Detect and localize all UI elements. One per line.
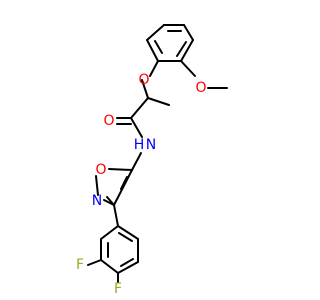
- bond: [130, 117, 143, 138]
- bond: [180, 39, 194, 62]
- bond: [100, 225, 119, 240]
- structure-canvas: O O O N H O N F F: [76, 24, 228, 297]
- amide-nitrogen-label: N: [146, 137, 156, 153]
- bond: [146, 39, 159, 62]
- atom-label-layer: O O O N H O N F F: [76, 72, 207, 297]
- isoxazole-nitrogen-label: N: [92, 193, 102, 209]
- bond: [100, 259, 119, 274]
- bond: [176, 41, 187, 57]
- bond: [108, 168, 133, 171]
- bond: [149, 60, 159, 77]
- bond: [154, 40, 163, 54]
- fluorine-lower-label: F: [114, 281, 122, 297]
- fluorine-upper-label: F: [76, 257, 84, 273]
- bond: [106, 196, 115, 206]
- bond: [87, 259, 102, 266]
- bond: [183, 24, 194, 41]
- carbonyl-oxygen-label: O: [103, 113, 114, 129]
- bond: [113, 169, 133, 206]
- bond: [120, 176, 128, 190]
- methoxy-oxygen-label: O: [195, 80, 206, 96]
- amide-hydrogen-label: H: [134, 137, 145, 153]
- bond: [113, 204, 119, 227]
- bond: [120, 258, 134, 267]
- bond: [131, 152, 142, 171]
- bond: [117, 261, 139, 274]
- bond: [180, 60, 196, 77]
- bond: [118, 232, 133, 242]
- bond: [95, 175, 99, 196]
- bond-layer: [87, 24, 228, 283]
- molecule-diagram: O O O N H O N F F: [76, 24, 228, 297]
- bond: [146, 24, 165, 41]
- ether-oxygen-label: O: [138, 72, 149, 88]
- isoxazole-oxygen-label: O: [95, 162, 106, 178]
- bond: [141, 79, 149, 99]
- bond: [130, 97, 149, 119]
- bond: [147, 97, 170, 106]
- bond: [117, 225, 139, 240]
